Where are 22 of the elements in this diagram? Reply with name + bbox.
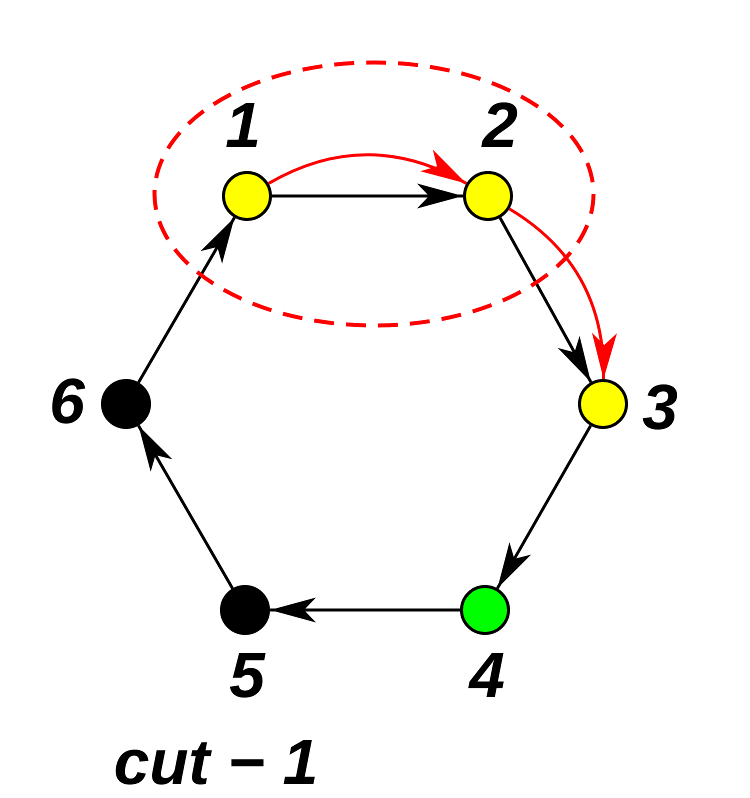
node-label: 1	[225, 93, 261, 157]
arrow	[270, 598, 460, 622]
curved-arrow	[268, 150, 468, 185]
node-circle	[222, 171, 272, 221]
node-circle	[460, 585, 510, 635]
node-circle	[101, 379, 151, 429]
node-label: 6	[49, 369, 85, 433]
arrow	[498, 217, 592, 383]
arrow	[137, 216, 236, 384]
dashed-ellipse	[152, 60, 596, 328]
node-label: 4	[469, 643, 505, 707]
arrow	[496, 424, 592, 590]
node-label: 2	[482, 93, 518, 157]
arrow	[137, 424, 234, 590]
figure-label: cut − 1	[114, 730, 318, 794]
node-circle	[578, 379, 628, 429]
curved-arrow	[508, 208, 616, 380]
node-label: 3	[642, 375, 678, 439]
node-label: 5	[229, 643, 265, 707]
node-circle	[463, 171, 513, 221]
node-circle	[220, 585, 270, 635]
arrow	[272, 184, 463, 208]
